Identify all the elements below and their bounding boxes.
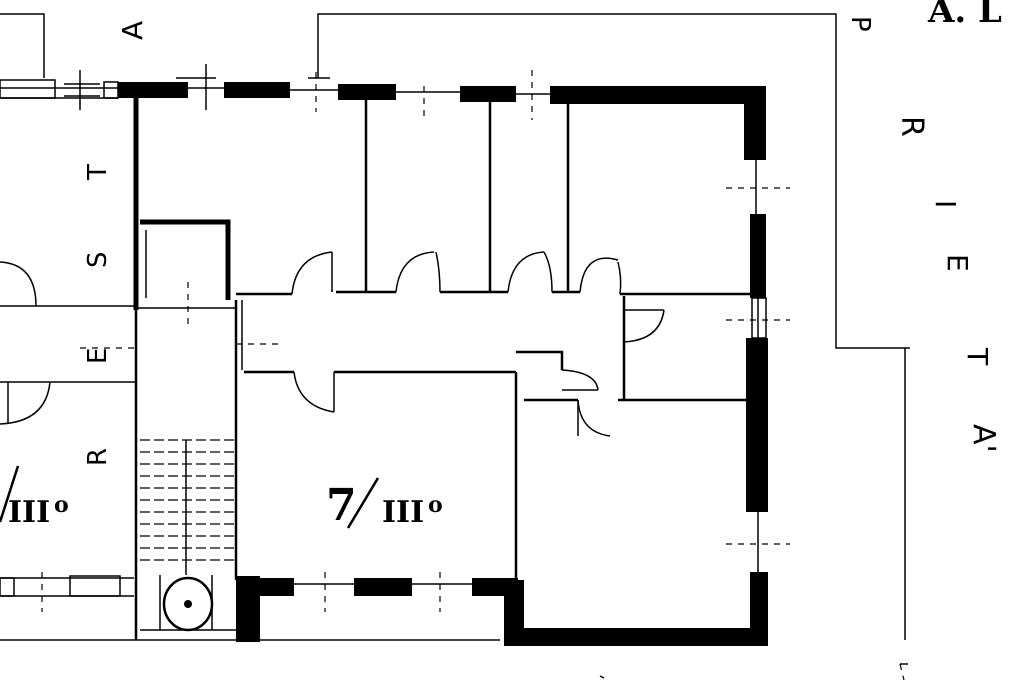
street-letter-1: A: [116, 21, 149, 40]
unit-left-floor-sup: o: [54, 492, 69, 518]
east-wall: [744, 86, 768, 644]
left-unit-walls: [0, 261, 136, 425]
property-letter-3: I: [929, 200, 962, 208]
unit-label-left: III o: [0, 465, 69, 530]
upper-doors: [291, 251, 622, 295]
street-letter-5: R: [83, 448, 113, 466]
upper-partitions: [236, 100, 760, 370]
unit-floor-sup: o: [428, 492, 443, 518]
south-wall: [0, 575, 768, 646]
corner-label: A. L: [927, 0, 1002, 31]
street-label-left: A T S E R: [83, 21, 149, 466]
unit-label-center: 7 III o: [326, 477, 443, 531]
property-letter-6: A': [966, 424, 1001, 453]
property-label-right: P R I E T A': [845, 16, 1001, 453]
top-left-outline: [0, 13, 330, 110]
property-boundary: [317, 13, 906, 640]
axis-lines: [41, 70, 905, 681]
property-letter-1: P: [845, 16, 875, 32]
north-wall: [0, 79, 766, 104]
unit-floor: III: [382, 495, 424, 530]
property-letter-2: R: [894, 116, 929, 137]
staircase: [140, 439, 236, 630]
street-letter-2: T: [83, 164, 113, 181]
shaft-circle: [162, 576, 214, 632]
corridor-walls: [244, 296, 750, 630]
stair-walls: [133, 98, 238, 640]
property-letter-5: T: [961, 347, 994, 366]
street-letter-4: E: [83, 348, 113, 364]
unit-left-floor: III: [8, 495, 50, 530]
property-letter-4: E: [941, 254, 974, 272]
street-letter-3: S: [83, 251, 113, 268]
